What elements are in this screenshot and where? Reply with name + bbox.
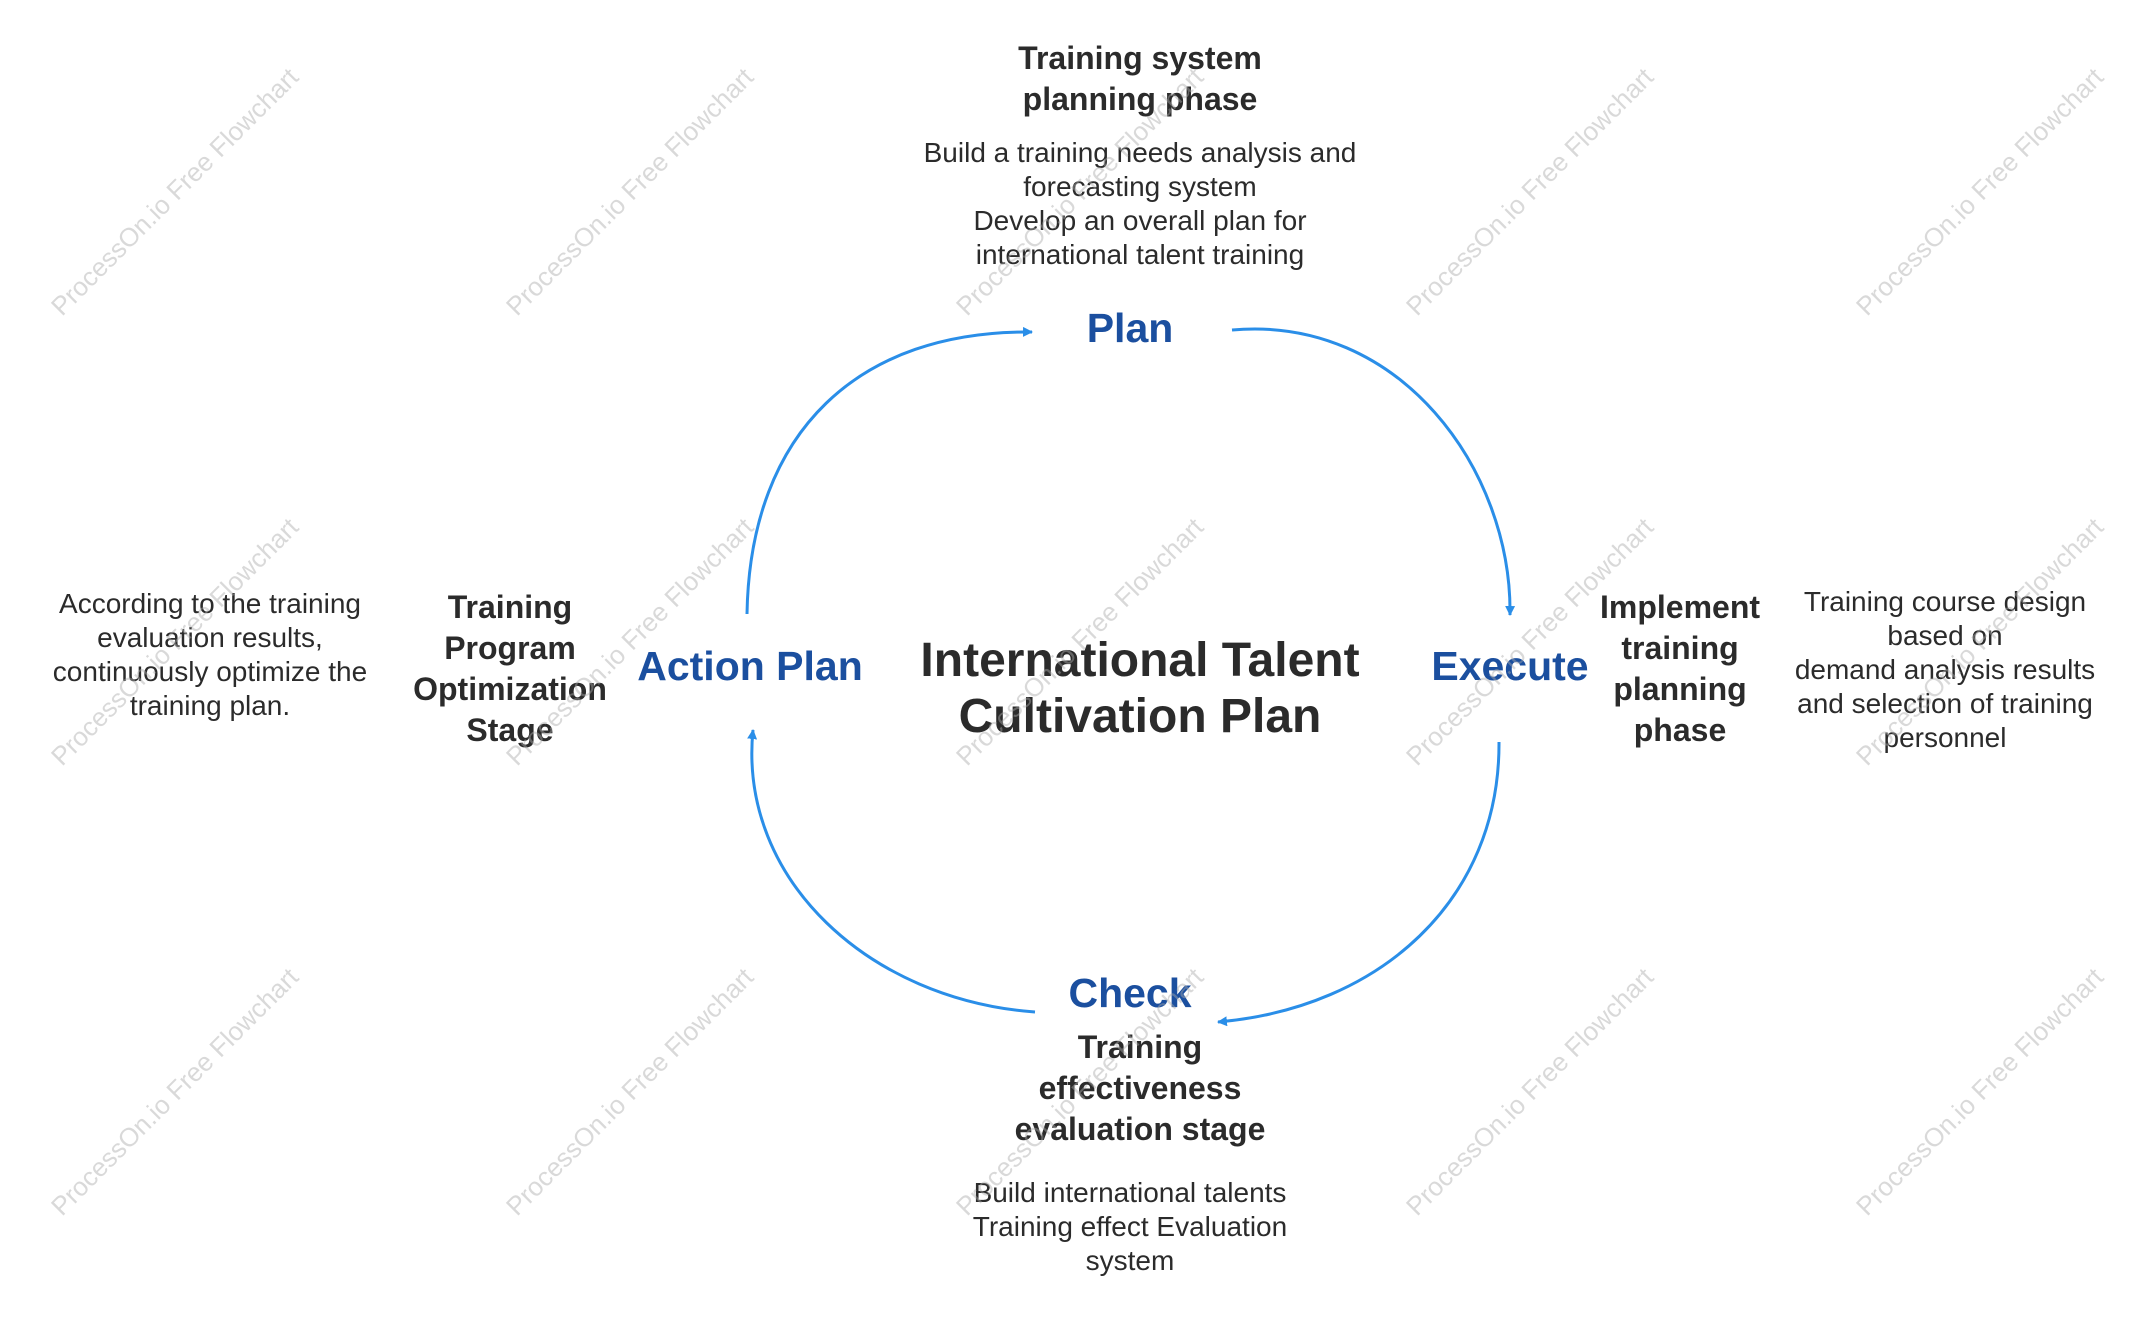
- action-stage-line: Stage: [466, 712, 554, 748]
- action-desc-line: According to the training: [59, 588, 361, 619]
- check-desc-line: Training effect Evaluation: [972, 1211, 1288, 1242]
- center-title: International Talent Cultivation Plan: [880, 633, 1400, 745]
- action-stage-line: Training: [447, 589, 573, 625]
- arrow-action-to-plan: [745, 326, 1033, 615]
- action-desc-line: continuously optimize the: [52, 656, 368, 687]
- phase-label-action-plan: Action Plan: [637, 643, 863, 689]
- plan-description: Build a training needs analysis and fore…: [880, 136, 1400, 272]
- plan-desc-line: Develop an overall plan for: [973, 205, 1307, 236]
- action-stage-title: Training Program Optimization Stage: [395, 587, 625, 751]
- action-desc-line: training plan.: [129, 690, 291, 721]
- execute-description: Training course design based on demand a…: [1770, 585, 2120, 755]
- arrow-check-to-action: [747, 729, 1036, 1014]
- arrow-plan-to-execute: [1231, 327, 1516, 616]
- check-desc-line: system: [1085, 1245, 1175, 1276]
- action-stage-line: Program: [444, 630, 576, 666]
- phase-label-plan: Plan: [1086, 305, 1174, 351]
- action-desc-line: evaluation results,: [97, 622, 323, 653]
- check-description: Build international talents Training eff…: [920, 1176, 1340, 1278]
- plan-stage-title: Training system planning phase: [930, 38, 1350, 120]
- center-title-line-2: Cultivation Plan: [958, 690, 1322, 743]
- action-description: According to the training evaluation res…: [30, 587, 390, 723]
- execute-desc-line: demand analysis results: [1794, 654, 2096, 685]
- plan-desc-line: Build a training needs analysis and: [923, 137, 1357, 168]
- center-title-line-1: International Talent: [920, 634, 1360, 687]
- execute-desc-line: Training course design: [1803, 586, 2087, 617]
- check-stage-line: effectiveness: [1038, 1070, 1242, 1106]
- plan-desc-line: forecasting system: [1023, 171, 1257, 202]
- execute-desc-line: personnel: [1883, 722, 2007, 753]
- check-stage-title: Training effectiveness evaluation stage: [930, 1027, 1350, 1150]
- execute-desc-line: and selection of training: [1797, 688, 2093, 719]
- phase-label-check: Check: [1068, 970, 1192, 1016]
- execute-stage-line: phase: [1633, 712, 1727, 748]
- execute-stage-title: Implement training planning phase: [1570, 587, 1790, 751]
- check-stage-line: evaluation stage: [1014, 1111, 1266, 1147]
- phase-label-execute: Execute: [1431, 643, 1589, 689]
- check-desc-line: Build international talents: [973, 1177, 1287, 1208]
- arrow-execute-to-check: [1217, 741, 1501, 1027]
- execute-stage-line: Implement: [1599, 589, 1761, 625]
- check-stage-line: Training: [1077, 1029, 1203, 1065]
- action-stage-line: Optimization: [413, 671, 607, 707]
- plan-stage-line: planning phase: [1022, 81, 1258, 117]
- plan-stage-line: Training system: [1018, 40, 1262, 76]
- execute-desc-line: based on: [1887, 620, 2003, 651]
- execute-stage-line: training: [1621, 630, 1739, 666]
- plan-desc-line: international talent training: [975, 239, 1305, 270]
- execute-stage-line: planning: [1613, 671, 1747, 707]
